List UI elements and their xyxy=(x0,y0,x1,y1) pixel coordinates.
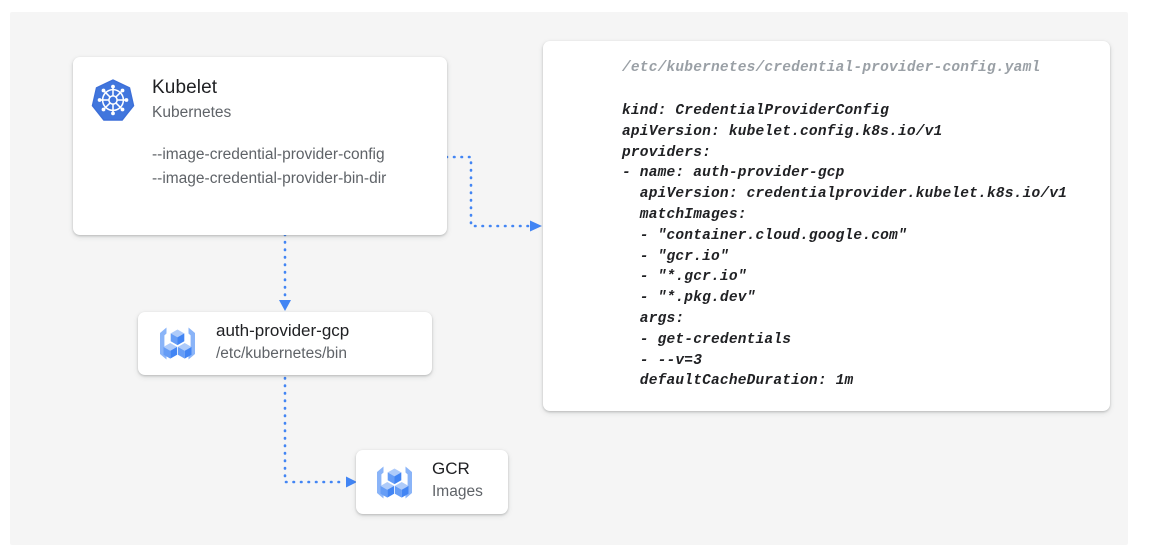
container-registry-icon xyxy=(369,457,420,508)
kubernetes-logo-icon xyxy=(88,76,138,126)
gcr-card-subtitle: Images xyxy=(432,483,483,500)
kubelet-card-subtitle: Kubernetes xyxy=(152,104,232,121)
auth-provider-card-subtitle: /etc/kubernetes/bin xyxy=(216,345,347,362)
credential-provider-config-card[interactable]: /etc/kubernetes/credential-provider-conf… xyxy=(543,41,1110,411)
auth-provider-gcp-card[interactable]: auth-provider-gcp /etc/kubernetes/bin xyxy=(138,312,432,375)
container-registry-icon xyxy=(152,318,203,369)
kubelet-flag-image-credential-provider-config: --image-credential-provider-config xyxy=(152,146,385,163)
kubelet-card-title: Kubelet xyxy=(152,77,218,98)
credential-provider-config-yaml: kind: CredentialProviderConfig apiVersio… xyxy=(622,103,1068,390)
auth-provider-card-title: auth-provider-gcp xyxy=(216,321,350,340)
kubelet-card[interactable]: Kubelet Kubernetes --image-credential-pr… xyxy=(73,57,447,235)
gcr-card[interactable]: GCR Images xyxy=(356,450,508,514)
gcr-card-title: GCR xyxy=(432,459,470,478)
kubelet-flag-image-credential-provider-bin-dir: --image-credential-provider-bin-dir xyxy=(152,170,387,187)
config-file-path: /etc/kubernetes/credential-provider-conf… xyxy=(622,60,1041,76)
